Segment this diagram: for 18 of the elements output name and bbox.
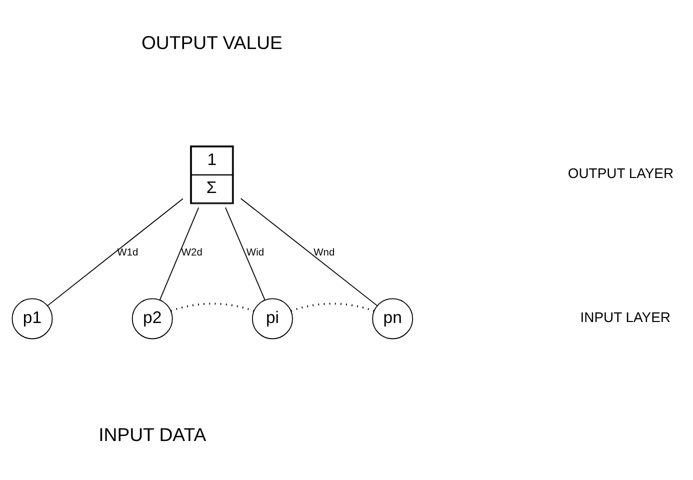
node-circle: p1 <box>12 298 53 339</box>
label: INPUT LAYER <box>580 308 670 324</box>
label: OUTPUT LAYER <box>568 164 674 181</box>
edge-label: W1d <box>117 247 138 258</box>
label: OUTPUT VALUE <box>141 32 282 53</box>
connector <box>170 302 254 312</box>
edge-label: W2d <box>181 247 202 258</box>
label: INPUT DATA <box>98 424 206 445</box>
connector <box>159 206 200 300</box>
connector <box>225 206 266 300</box>
edge-label: Wnd <box>314 247 335 258</box>
edge-label: Wid <box>246 247 264 258</box>
node-circle: pi <box>252 298 293 339</box>
connector <box>240 198 378 306</box>
node-circle: pn <box>372 298 414 339</box>
connector <box>290 302 374 312</box>
node-circle: p2 <box>132 298 173 339</box>
connector <box>47 198 184 306</box>
